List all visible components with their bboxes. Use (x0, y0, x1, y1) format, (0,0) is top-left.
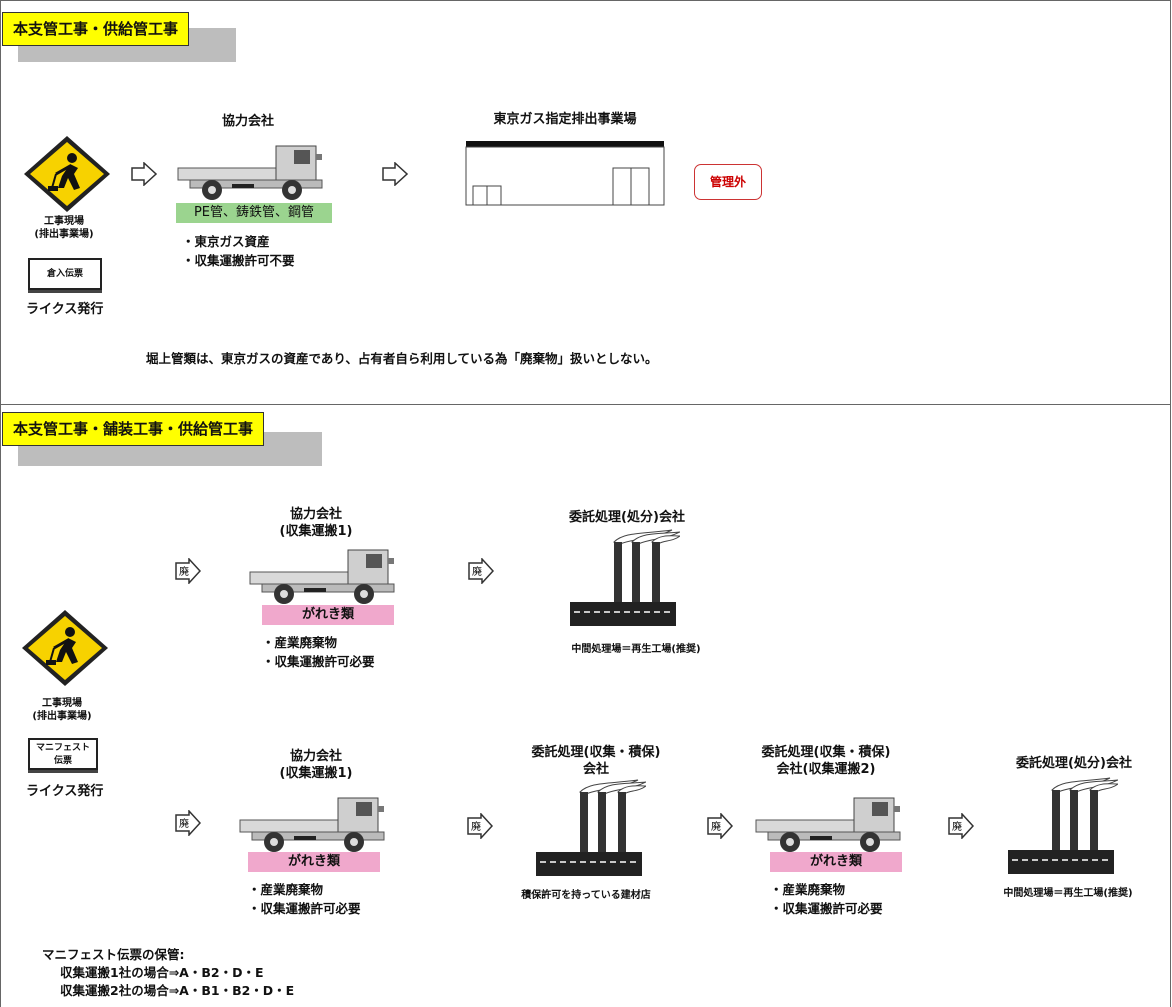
truck-icon (248, 542, 404, 610)
outside-management-badge: 管理外 (694, 164, 762, 200)
waste-arrow-icon: 廃 (707, 812, 734, 843)
manifest-slip: マニフェスト 伝票 (28, 738, 98, 770)
manifest-storage-title: マニフェスト伝票の保管: (42, 947, 185, 962)
waste-arrow-icon: 廃 (468, 557, 495, 588)
worker-sign-icon (18, 608, 112, 688)
route2-disposal-label: 委託処理(処分)会社 (1016, 756, 1132, 771)
route1-disposal-label: 委託処理(処分)会社 (569, 510, 685, 525)
route2-partner-label: 協力会社 (収集運搬1) (279, 749, 353, 781)
hollow-arrow-icon (382, 161, 409, 190)
waste-arrow-icon: 廃 (948, 812, 975, 843)
issuer-label: ライクス発行 (26, 302, 104, 317)
site-label: 工事現場 (排出事業場) (32, 698, 92, 722)
factory-icon (568, 528, 682, 632)
svg-text:廃: 廃 (952, 820, 962, 833)
manifest-storage-line: 収集運搬1社の場合⇒A・B2・D・E (60, 965, 264, 980)
waste-arrow-icon: 廃 (175, 557, 202, 588)
svg-text:廃: 廃 (179, 565, 189, 578)
warehouse-slip: 倉入伝票 (28, 258, 102, 290)
route2-notes: ・産業廃棄物 ・収集運搬許可必要 (248, 882, 361, 916)
factory-icon (534, 778, 648, 882)
partner-notes: ・東京ガス資産 ・収集運搬許可不要 (182, 234, 295, 268)
issuer-label: ライクス発行 (26, 784, 104, 799)
svg-text:廃: 廃 (471, 820, 481, 833)
storage-company-label: 委託処理(収集・積保) 会社 (531, 745, 661, 777)
route1-partner-label: 協力会社 (収集運搬1) (279, 507, 353, 539)
warehouse-icon (465, 140, 665, 210)
truck-icon (176, 138, 332, 206)
route1-disposal-note: 中間処理場＝再生工場(推奨) (571, 644, 701, 655)
manifest-storage-line: 収集運搬2社の場合⇒A・B1・B2・D・E (60, 983, 295, 998)
svg-text:廃: 廃 (472, 565, 482, 578)
worker-sign-icon (20, 134, 114, 214)
storage-company-note: 積保許可を持っている建材店 (521, 890, 651, 901)
partner-label: 協力会社 (221, 114, 275, 129)
svg-text:廃: 廃 (179, 817, 189, 830)
waste-type-tag: がれき類 (262, 605, 394, 625)
waste-arrow-icon: 廃 (467, 812, 494, 843)
route2-disposal-note: 中間処理場＝再生工場(推奨) (1003, 888, 1133, 899)
factory-icon (1006, 776, 1120, 880)
truck-icon (754, 790, 910, 858)
section2-title: 本支管工事・舗装工事・供給管工事 (2, 412, 265, 446)
materials-tag: PE管、鋳鉄管、鋼管 (176, 203, 332, 223)
svg-text:廃: 廃 (711, 820, 721, 833)
waste-arrow-icon: 廃 (175, 809, 202, 840)
truck-icon (238, 790, 394, 858)
site-label: 工事現場 (排出事業場) (34, 216, 94, 240)
waste-type-tag: がれき類 (248, 852, 380, 872)
route1-notes: ・産業廃棄物 ・収集運搬許可必要 (262, 635, 375, 669)
carrier2-label: 委託処理(収集・積保) 会社(収集運搬2) (761, 745, 891, 777)
carrier2-notes: ・産業廃棄物 ・収集運搬許可必要 (770, 882, 883, 916)
hollow-arrow-icon (131, 161, 158, 190)
waste-type-tag: がれき類 (770, 852, 902, 872)
facility-label: 東京ガス指定排出事業場 (493, 112, 637, 127)
section1-title: 本支管工事・供給管工事 (2, 12, 190, 46)
section1-note: 堀上管類は、東京ガスの資産であり、占有者自ら利用している為「廃棄物」扱いとしない… (146, 351, 658, 366)
section2-panel (0, 404, 1171, 1007)
